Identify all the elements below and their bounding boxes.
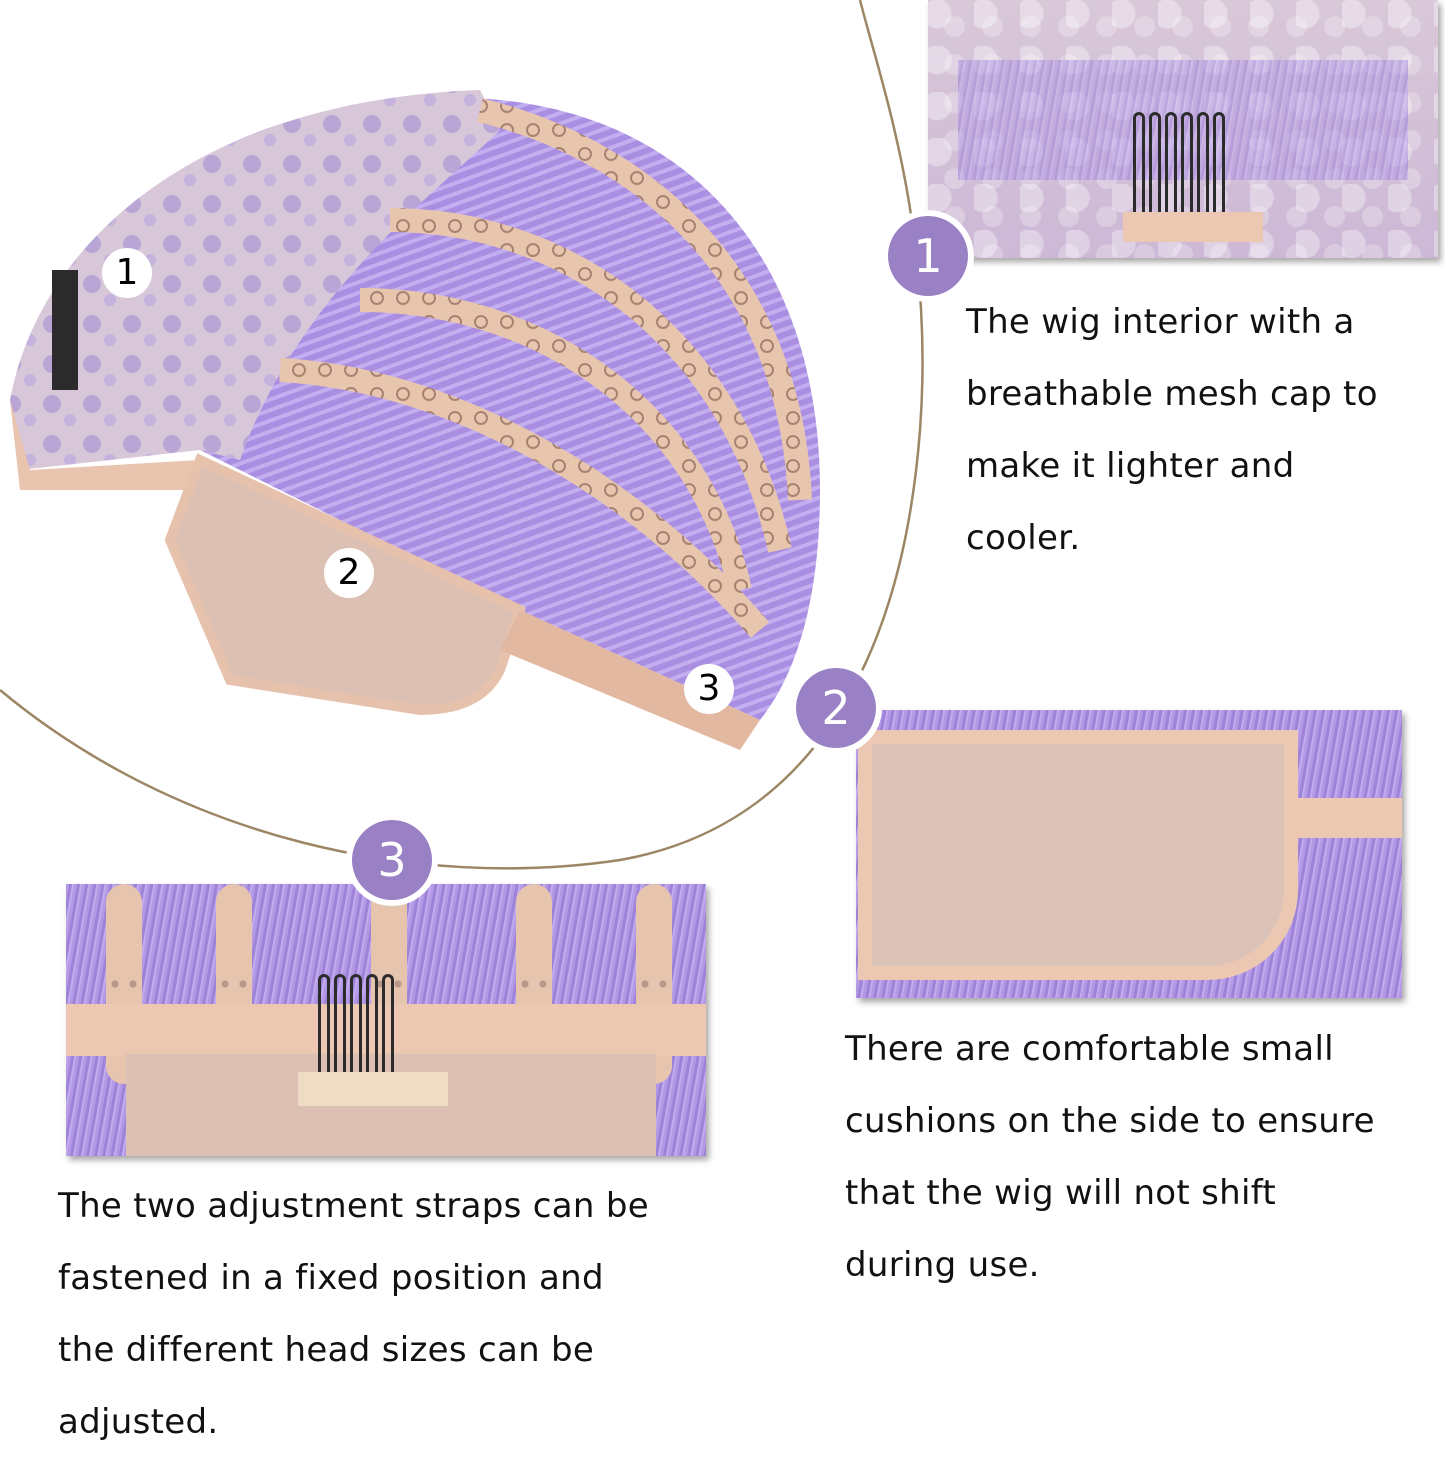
feature-3-photo <box>66 884 706 1156</box>
feature-2-photo <box>856 710 1402 998</box>
wig-cap-illustration: 1 2 3 <box>0 70 840 760</box>
comb-icon <box>1133 112 1225 222</box>
feature-3-badge: 3 <box>352 820 432 900</box>
feature-2-cushion <box>858 730 1298 980</box>
feature-3-caption: The two adjustment straps can be fastene… <box>58 1186 649 1442</box>
feature-2-badge: 2 <box>796 668 876 748</box>
marker-1: 1 <box>102 248 152 298</box>
feature-2-strap <box>1296 798 1402 838</box>
comb-base <box>1123 212 1263 242</box>
feature-3-comb-base <box>298 1072 448 1106</box>
feature-1-badge: 1 <box>888 216 968 296</box>
marker-2: 2 <box>324 548 374 598</box>
comb-icon <box>318 974 394 1074</box>
feature-1-photo <box>928 0 1438 258</box>
wig-cap-drawing <box>10 90 820 750</box>
feature-2-caption: There are comfortable small cushions on … <box>845 1029 1375 1285</box>
feature-3-strap <box>66 1004 706 1056</box>
marker-3: 3 <box>684 664 734 714</box>
feature-1-caption: The wig interior with a breathable mesh … <box>966 302 1378 558</box>
